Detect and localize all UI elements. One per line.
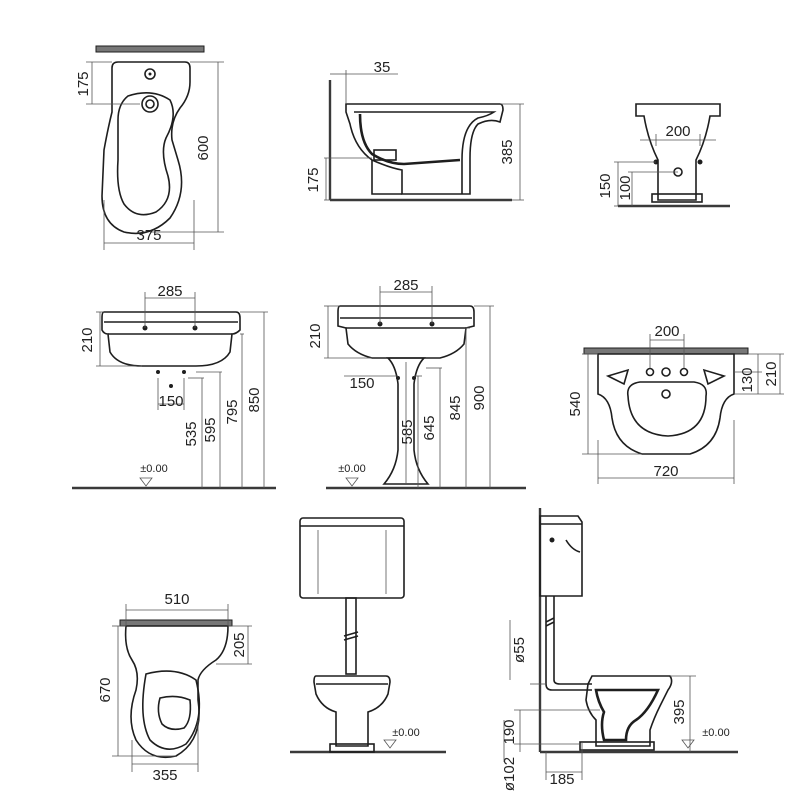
dim-395: 395 <box>671 699 688 724</box>
pedestal-basin-front-view: 285 210 150 585 645 845 900 ±0.00 <box>307 277 526 490</box>
cistern <box>299 517 405 599</box>
wc-front-view: ±0.00 <box>290 517 446 754</box>
dim-200-basin: 200 <box>654 323 679 340</box>
wc-top-view: 510 670 205 355 <box>97 591 252 784</box>
floor-level-wall: ±0.00 <box>140 463 167 475</box>
floor-level-pedestal: ±0.00 <box>338 463 365 475</box>
dim-190: 190 <box>501 719 518 744</box>
dim-355: 355 <box>152 767 177 784</box>
dim-150-wall: 150 <box>158 393 183 410</box>
dim-510: 510 <box>164 591 189 608</box>
wc-side-view: ø55 395 190 ø102 185 ±0.00 <box>501 508 738 791</box>
dim-285-wall: 285 <box>157 283 182 300</box>
bidet-back-view: 200 150 100 <box>597 103 730 208</box>
dim-385: 385 <box>499 139 516 164</box>
dim-100-back: 100 <box>617 175 634 200</box>
dim-645: 645 <box>421 415 438 440</box>
wall-hatch-wc <box>119 619 233 627</box>
floor-level-wc-side: ±0.00 <box>702 727 729 739</box>
dim-285-pedestal: 285 <box>393 277 418 294</box>
dim-210-pedestal: 210 <box>307 323 324 348</box>
dim-845: 845 <box>447 395 464 420</box>
dim-900: 900 <box>471 385 488 410</box>
bidet-side-view: 35 175 385 <box>305 59 524 202</box>
dim-375: 375 <box>136 227 161 244</box>
dim-850: 850 <box>246 387 263 412</box>
dim-535: 535 <box>183 421 200 446</box>
dim-720: 720 <box>653 463 678 480</box>
wall-hatch <box>95 45 205 53</box>
wall-basin-front-view: 285 210 150 535 595 795 850 ±0.00 <box>72 283 276 490</box>
bidet-top-view: 175 600 375 <box>75 45 224 250</box>
dim-130: 130 <box>739 367 756 392</box>
dim-210-wall: 210 <box>79 327 96 352</box>
dim-795: 795 <box>224 399 241 424</box>
dim-185: 185 <box>549 771 574 788</box>
flush-pipe <box>345 597 357 675</box>
dim-175: 175 <box>75 71 92 96</box>
wall-hatch-basin <box>583 347 749 355</box>
dim-175-side: 175 <box>305 167 322 192</box>
dim-540: 540 <box>567 391 584 416</box>
basin-top-view: 200 540 130 210 720 <box>567 323 784 484</box>
dim-585: 585 <box>399 419 416 444</box>
dim-670: 670 <box>97 677 114 702</box>
dim-150-back: 150 <box>597 173 614 198</box>
dim-210-basin: 210 <box>763 361 780 386</box>
dim-600: 600 <box>195 135 212 160</box>
dim-150-pedestal: 150 <box>349 375 374 392</box>
dim-595: 595 <box>202 417 219 442</box>
dim-35: 35 <box>374 59 391 76</box>
floor-level-wc-front: ±0.00 <box>392 727 419 739</box>
dim-205: 205 <box>231 632 248 657</box>
dim-ø55: ø55 <box>511 637 528 663</box>
dim-200-back: 200 <box>665 123 690 140</box>
dim-ø102: ø102 <box>501 757 518 791</box>
